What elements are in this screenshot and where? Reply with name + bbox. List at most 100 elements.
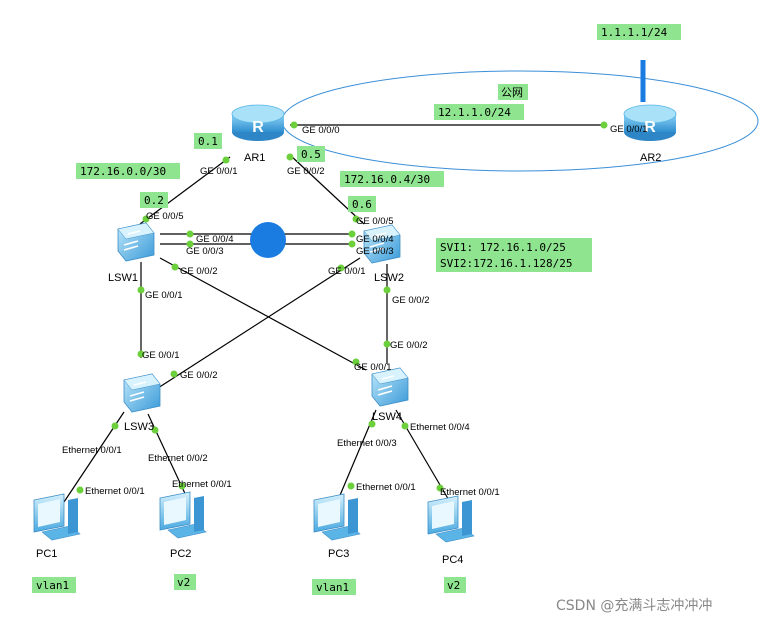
switch-lsw1-icon[interactable] <box>117 222 155 262</box>
port-label: GE 0/0/4 <box>196 234 234 245</box>
switch-lsw4-icon[interactable] <box>371 367 409 407</box>
switch-lsw3-icon[interactable] <box>123 373 161 413</box>
port-dot <box>290 121 298 129</box>
device-label-pc4: PC4 <box>442 554 463 566</box>
tag-pc4-vlan: v2 <box>444 577 466 593</box>
tag-pc2-vlan: v2 <box>174 574 196 590</box>
port-dot <box>600 121 608 129</box>
link-lsw1-lsw4 <box>159 257 367 371</box>
port-dot <box>286 153 294 161</box>
tag-ar1-g001-ip: 0.1 <box>194 133 222 149</box>
tag-public-net: 公网 <box>498 84 528 100</box>
port-dot <box>111 422 119 430</box>
port-dot <box>137 286 145 294</box>
router-ar1-icon[interactable] <box>231 104 285 142</box>
device-label-lsw4: LSW4 <box>372 411 402 423</box>
port-dot <box>151 426 159 434</box>
tag-text: 172.16.0.0/30 <box>80 165 166 178</box>
tag-text: v2 <box>447 579 460 592</box>
tag-text: SVI1: 172.16.1.0/25 <box>440 241 566 254</box>
pc-pc1-icon[interactable] <box>33 493 81 541</box>
port-label: GE 0/0/2 <box>392 295 430 306</box>
port-label: GE 0/0/2 <box>180 266 218 277</box>
links <box>63 124 604 503</box>
port-label: Ethernet 0/0/1 <box>62 445 122 456</box>
port-dot <box>142 215 150 223</box>
tag-text: vlan1 <box>36 579 69 592</box>
port-label: Ethernet 0/0/4 <box>410 422 470 433</box>
port-label: Ethernet 0/0/2 <box>148 453 208 464</box>
port-dot <box>337 264 345 272</box>
router-ar2-icon[interactable] <box>623 104 677 142</box>
port-label: GE 0/0/1 <box>610 124 648 135</box>
tag-net-left: 172.16.0.0/30 <box>76 163 180 179</box>
port-label: GE 0/0/1 <box>145 290 183 301</box>
port-label: GE 0/0/3 <box>186 246 224 257</box>
port-label: GE 0/0/5 <box>356 216 394 227</box>
tag-pc3-vlan: vlan1 <box>312 579 356 595</box>
port-dot <box>76 486 84 494</box>
port-dot <box>171 263 179 271</box>
port-label: Ethernet 0/0/3 <box>337 438 397 449</box>
port-dot <box>222 156 230 164</box>
tag-text: v2 <box>177 576 190 589</box>
port-label: GE 0/0/4 <box>356 234 394 245</box>
device-label-lsw3: LSW3 <box>124 421 154 433</box>
port-dot <box>352 215 360 223</box>
tag-public-ip: 1.1.1.1/24 <box>597 24 681 40</box>
link-lsw2-lsw3 <box>157 257 361 389</box>
port-label: GE 0/0/1 <box>200 166 238 177</box>
eth-trunk-marker <box>250 222 286 258</box>
watermark: CSDN @充满斗志冲冲冲 <box>556 598 712 614</box>
port-dot <box>348 230 356 238</box>
port-dot <box>352 358 360 366</box>
port-label: Ethernet 0/0/1 <box>356 482 416 493</box>
device-label-lsw2: LSW2 <box>374 272 404 284</box>
tag-text: 0.6 <box>352 198 372 211</box>
tag-text: vlan1 <box>316 581 349 594</box>
tag-text: 12.1.1.0/24 <box>438 106 511 119</box>
pc-pc2-icon[interactable] <box>159 491 207 539</box>
port-label: GE 0/0/5 <box>146 211 184 222</box>
tag-svi: SVI1: 172.16.1.0/25 SVI2:172.16.1.128/25 <box>436 238 592 272</box>
tag-lsw1-ip: 0.2 <box>140 192 168 208</box>
port-label: GE 0/0/2 <box>287 166 325 177</box>
port-dot <box>401 422 409 430</box>
port-dot <box>178 482 186 490</box>
tag-text: 172.16.0.4/30 <box>344 173 430 186</box>
tag-text: 公网 <box>501 86 523 99</box>
tag-wan-net: 12.1.1.0/24 <box>434 104 524 120</box>
port-dot <box>368 420 376 428</box>
tag-text: 0.2 <box>144 194 164 207</box>
port-label: GE 0/0/3 <box>356 246 394 257</box>
port-label: Ethernet 0/0/1 <box>85 486 145 497</box>
device-label-ar1: AR1 <box>244 152 265 164</box>
tag-ar1-g002-ip: 0.5 <box>297 146 325 162</box>
port-label: Ethernet 0/0/1 <box>172 479 232 490</box>
tag-pc1-vlan: vlan1 <box>32 577 76 593</box>
link-ar1-lsw2 <box>289 154 365 225</box>
port-dot <box>436 484 444 492</box>
port-dot <box>170 370 178 378</box>
device-label-pc2: PC2 <box>170 548 191 560</box>
port-dot <box>137 350 145 358</box>
device-label-lsw1: LSW1 <box>108 272 138 284</box>
port-dot <box>186 230 194 238</box>
link-ar1-lsw1 <box>139 156 231 225</box>
port-label: GE 0/0/1 <box>354 362 392 373</box>
tag-net-right: 172.16.0.4/30 <box>340 171 444 187</box>
port-dots <box>76 121 608 494</box>
pc-pc4-icon[interactable] <box>427 495 475 543</box>
port-dot <box>348 240 356 248</box>
port-label: GE 0/0/2 <box>180 370 218 381</box>
pc-pc3-icon[interactable] <box>313 493 361 541</box>
port-label: GE 0/0/0 <box>302 125 340 136</box>
port-dot <box>347 482 355 490</box>
device-label-pc3: PC3 <box>328 548 349 560</box>
port-label: GE 0/0/1 <box>328 266 366 277</box>
tag-text: 1.1.1.1/24 <box>601 26 668 39</box>
tag-text: 0.5 <box>301 148 321 161</box>
port-dot <box>186 240 194 248</box>
